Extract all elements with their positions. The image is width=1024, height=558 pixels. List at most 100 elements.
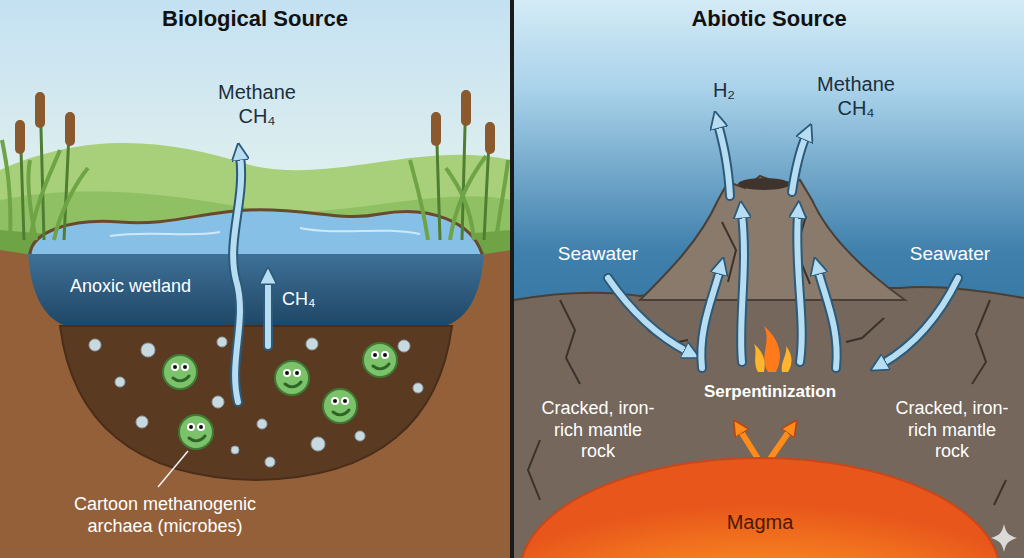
gas-arrow [792, 136, 806, 192]
microbe-eye [283, 369, 291, 377]
pond-surface [30, 210, 482, 254]
microbe-eye [331, 397, 339, 405]
microbe-pupil [285, 371, 289, 375]
bubble [311, 437, 325, 451]
flow-label: Seawater [558, 243, 638, 266]
fluid-arrow [741, 214, 744, 362]
microbe-eye [381, 351, 389, 359]
microbe-pupil [189, 425, 193, 429]
far-hill [0, 143, 511, 260]
microbe-pupil [383, 353, 387, 357]
microbe-pupil [343, 399, 347, 403]
microbe-mark [285, 382, 301, 387]
crack [994, 480, 1006, 505]
anoxic-water [28, 252, 484, 326]
microbe-pupil [173, 365, 177, 369]
soil [0, 238, 511, 558]
flame [754, 344, 765, 372]
gas-label: CH₄ [282, 289, 315, 311]
reed-leaf [410, 156, 508, 240]
near-hill [0, 191, 511, 260]
gas-arrow [265, 280, 271, 346]
sky [0, 0, 511, 260]
magma-shape [515, 448, 1005, 558]
arrow-outline [792, 136, 806, 192]
gas-label: Methane CH₄ [218, 80, 296, 128]
gas-arrow [233, 156, 241, 402]
pond-bank [30, 210, 482, 254]
magma-chamber: Magma [515, 448, 1005, 558]
water-ripple [110, 228, 420, 236]
bubble [231, 446, 239, 454]
methane-arrows [233, 156, 268, 402]
microbe-eye [341, 397, 349, 405]
arrow-outline [818, 270, 837, 368]
microbe-eye [197, 423, 205, 431]
flame [782, 346, 792, 372]
arrow-outline [263, 280, 273, 346]
cattail-head [65, 112, 75, 146]
bubble [265, 457, 275, 467]
vent-mound [640, 176, 905, 300]
microbe-pupil [199, 425, 203, 429]
microbe [163, 355, 197, 389]
fluid-arrow [701, 270, 720, 368]
arrow-outline [741, 214, 744, 362]
cattail-head [15, 120, 25, 154]
microbe-eye [187, 423, 195, 431]
arrow-outline [701, 270, 720, 368]
microbe-mark [189, 436, 205, 441]
process-label: Serpentinization [704, 382, 836, 402]
bubbles [89, 337, 423, 467]
microbe-eye [371, 351, 379, 359]
source-panel: Abiotic SourceMagma [514, 0, 1024, 558]
microbe-eye [293, 369, 301, 377]
seawater-arrow [882, 278, 958, 364]
vent-crater [738, 178, 790, 190]
rock-label: Cracked, iron-rich mantle rock [536, 398, 661, 463]
bubble [136, 416, 148, 428]
bubble [212, 396, 224, 408]
microbe-pupil [373, 353, 377, 357]
wetland-scene [0, 0, 511, 558]
zone-label: Anoxic wetland [70, 276, 191, 298]
flame [764, 326, 780, 372]
microbe-pupil [333, 399, 337, 403]
panel-title: Biological Source [0, 0, 510, 32]
panel-title: Abiotic Source [514, 0, 1024, 32]
crack [560, 300, 580, 384]
gas-label: H₂ [713, 78, 735, 102]
microbe-body [363, 343, 397, 377]
microbe-body [323, 389, 357, 423]
microbe [323, 389, 357, 423]
bubble [141, 343, 155, 357]
bubble [217, 337, 227, 347]
cattail-head [461, 90, 471, 126]
bubble [355, 431, 365, 441]
cattail-head [35, 92, 45, 128]
panel-divider [510, 0, 514, 558]
microbe-mark [333, 410, 349, 415]
gas-label: Methane CH₄ [817, 72, 895, 120]
bubble [306, 338, 318, 350]
bubble [257, 419, 267, 429]
fluid-arrow [818, 270, 837, 368]
arrow-outline [882, 278, 958, 364]
crack [846, 318, 884, 342]
microbe-body [163, 355, 197, 389]
reed-leaf [2, 140, 88, 240]
microbe [275, 361, 309, 395]
crack [972, 300, 990, 384]
microbe [179, 415, 213, 449]
bubble [398, 340, 410, 352]
crack [528, 440, 540, 500]
arrow-outline [233, 156, 241, 402]
flow-label: Seawater [910, 243, 990, 266]
microbe [363, 343, 397, 377]
arrow-outline [718, 124, 730, 196]
microbe-eye [171, 363, 179, 371]
bubble [413, 383, 423, 393]
gas-arrow [718, 124, 730, 196]
microbes [163, 343, 397, 449]
